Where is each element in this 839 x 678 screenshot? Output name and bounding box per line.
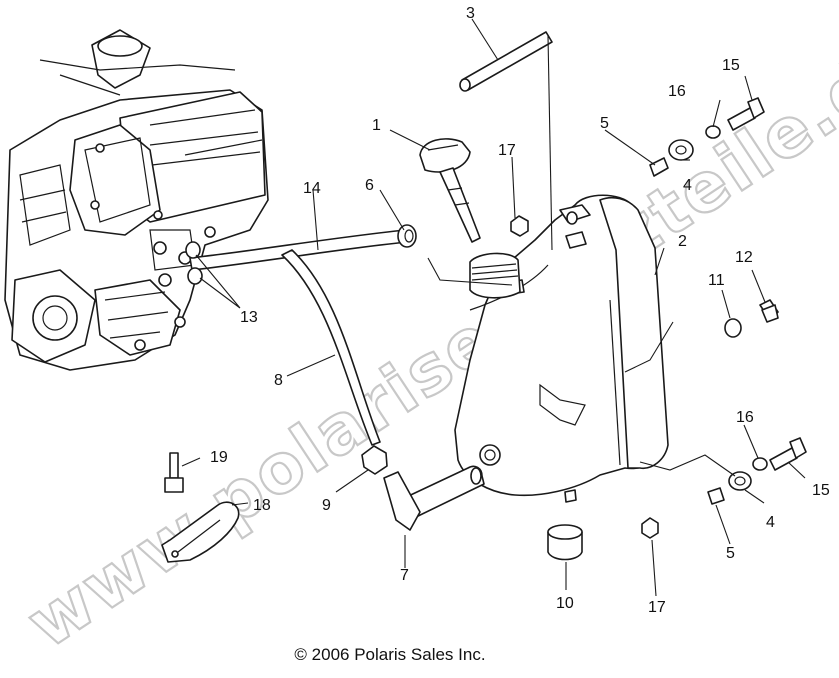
bushing-5-bottom (707, 487, 725, 505)
callout-4-top: 4 (683, 177, 692, 194)
callout-5-top: 5 (600, 115, 609, 132)
plug-12 (759, 299, 779, 323)
clip-18 (161, 501, 240, 563)
leader-lines (181, 18, 806, 597)
clamp-13 (185, 241, 203, 285)
callout-15-bottom: 15 (812, 482, 830, 499)
callout-16-bottom: 16 (736, 409, 754, 426)
callout-7: 7 (400, 567, 409, 584)
clamp-9 (361, 445, 388, 475)
filler-neck (469, 252, 521, 299)
tube-3 (459, 31, 553, 92)
callout-10: 10 (556, 595, 574, 612)
callout-12: 12 (735, 249, 753, 266)
callout-13: 13 (240, 309, 258, 326)
callout-11: 11 (708, 272, 725, 289)
grommet-4-top (668, 139, 694, 161)
callout-3: 3 (466, 5, 475, 22)
callout-9: 9 (322, 497, 331, 514)
callout-4-bottom: 4 (766, 514, 775, 531)
clamp-6 (397, 224, 417, 248)
bolt-15-bottom (769, 437, 807, 471)
nut-17-bottom (641, 517, 659, 539)
callout-14: 14 (303, 180, 321, 197)
oil-tank (454, 194, 669, 503)
elbow-fitting (383, 465, 485, 531)
callout-18: 18 (253, 497, 271, 514)
callout-1: 1 (372, 117, 381, 134)
callout-labels: 3 1 17 5 16 15 4 2 12 11 6 14 13 8 19 18… (210, 5, 830, 616)
hose-8 (281, 249, 381, 446)
callout-19: 19 (210, 449, 228, 466)
callout-17-bottom: 17 (648, 599, 666, 616)
callout-5-bottom: 5 (726, 545, 735, 562)
washer-11 (724, 318, 742, 338)
callout-8: 8 (274, 372, 283, 389)
callout-17-top: 17 (498, 142, 516, 159)
copyright-notice: © 2006 Polaris Sales Inc. (294, 645, 485, 664)
callout-16-top: 16 (668, 83, 686, 100)
callout-2: 2 (678, 233, 687, 250)
washer-16-bottom (752, 457, 768, 471)
dipstick-cap (419, 138, 481, 243)
callout-6: 6 (365, 177, 374, 194)
grommet-10 (547, 524, 583, 561)
bushing-5-top (649, 157, 669, 177)
grommet-4-bottom (728, 471, 752, 491)
callout-15-top: 15 (722, 57, 740, 74)
nut-17-top (510, 215, 529, 237)
bolt-19 (164, 452, 184, 493)
bolt-15-top (727, 97, 765, 131)
engine-assembly (4, 29, 269, 371)
washer-16-top (705, 125, 721, 139)
